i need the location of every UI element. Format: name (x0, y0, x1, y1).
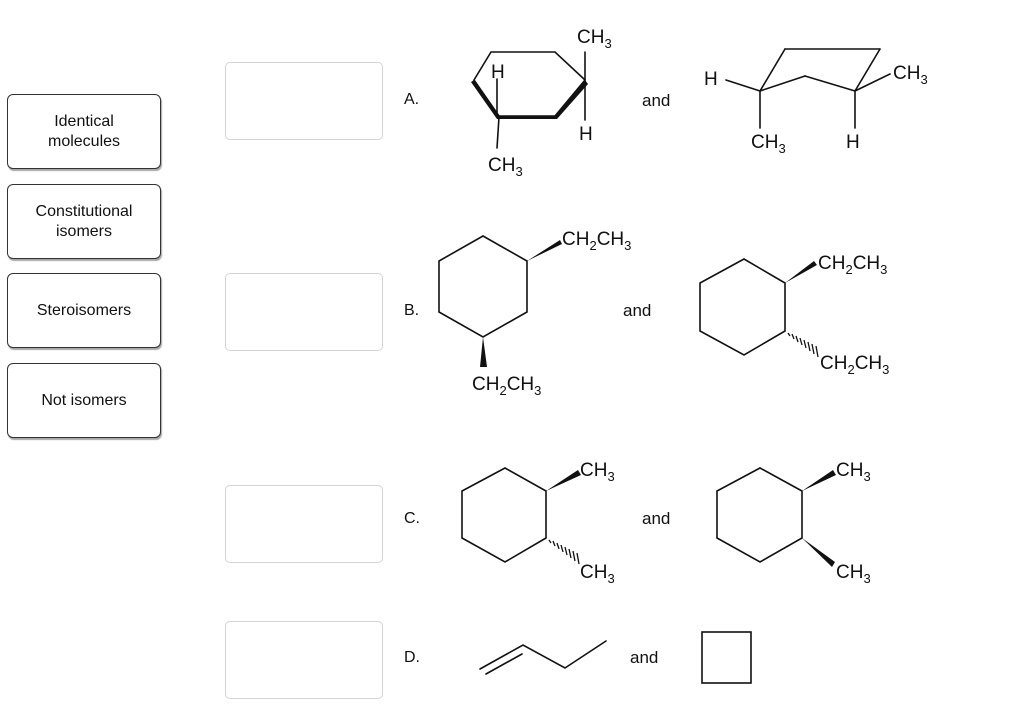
choice-label: Not isomers (41, 391, 127, 409)
label-ch3: CH3 (836, 460, 871, 484)
choice-not-isomers[interactable]: Not isomers (7, 363, 161, 438)
molecule-c-left (461, 467, 547, 563)
label-ch3: CH3 (577, 27, 612, 51)
label-ch2ch3: CH2CH3 (472, 374, 541, 398)
label-h: H (704, 69, 718, 90)
and-text-b: and (623, 301, 652, 320)
question-label-c: C. (404, 510, 420, 527)
choice-label: Constitutional isomers (35, 202, 133, 240)
label-h: H (846, 132, 860, 153)
label-ch3: CH3 (580, 460, 615, 484)
and-text-a: and (642, 91, 671, 110)
empty-structure-box (701, 631, 752, 684)
choice-stereoisomers[interactable]: Steroisomers (7, 273, 161, 348)
answer-drop-zone-d[interactable] (225, 621, 383, 699)
label-ch3: CH3 (488, 155, 523, 179)
and-text-c: and (642, 509, 671, 528)
label-ch3: CH3 (751, 132, 786, 156)
choice-identical-molecules[interactable]: Identical molecules (7, 94, 161, 169)
molecule-d-butene (479, 640, 607, 675)
answer-drop-zone-a[interactable] (225, 62, 383, 140)
label-ch2ch3: CH2CH3 (820, 353, 889, 377)
and-text-d: and (630, 648, 659, 667)
molecule-b-left (438, 235, 528, 338)
question-label-b: B. (404, 302, 420, 319)
label-h: H (491, 62, 505, 83)
question-label-a: A. (404, 91, 420, 108)
label-ch3: CH3 (893, 63, 928, 87)
label-ch3: CH3 (836, 562, 871, 586)
molecule-c-right (716, 467, 803, 563)
answer-drop-zone-b[interactable] (225, 273, 383, 351)
label-ch2ch3: CH2CH3 (818, 253, 887, 277)
answer-drop-zone-c[interactable] (225, 485, 383, 563)
label-ch3: CH3 (580, 562, 615, 586)
label-ch2ch3: CH2CH3 (562, 229, 631, 253)
molecule-b-right (699, 258, 786, 356)
choice-label: Identical molecules (47, 112, 121, 150)
label-h: H (579, 124, 593, 145)
choice-label: Steroisomers (36, 301, 132, 319)
question-label-d: D. (404, 649, 420, 666)
choice-constitutional-isomers[interactable]: Constitutional isomers (7, 184, 161, 259)
molecule-a-right (725, 48, 891, 129)
